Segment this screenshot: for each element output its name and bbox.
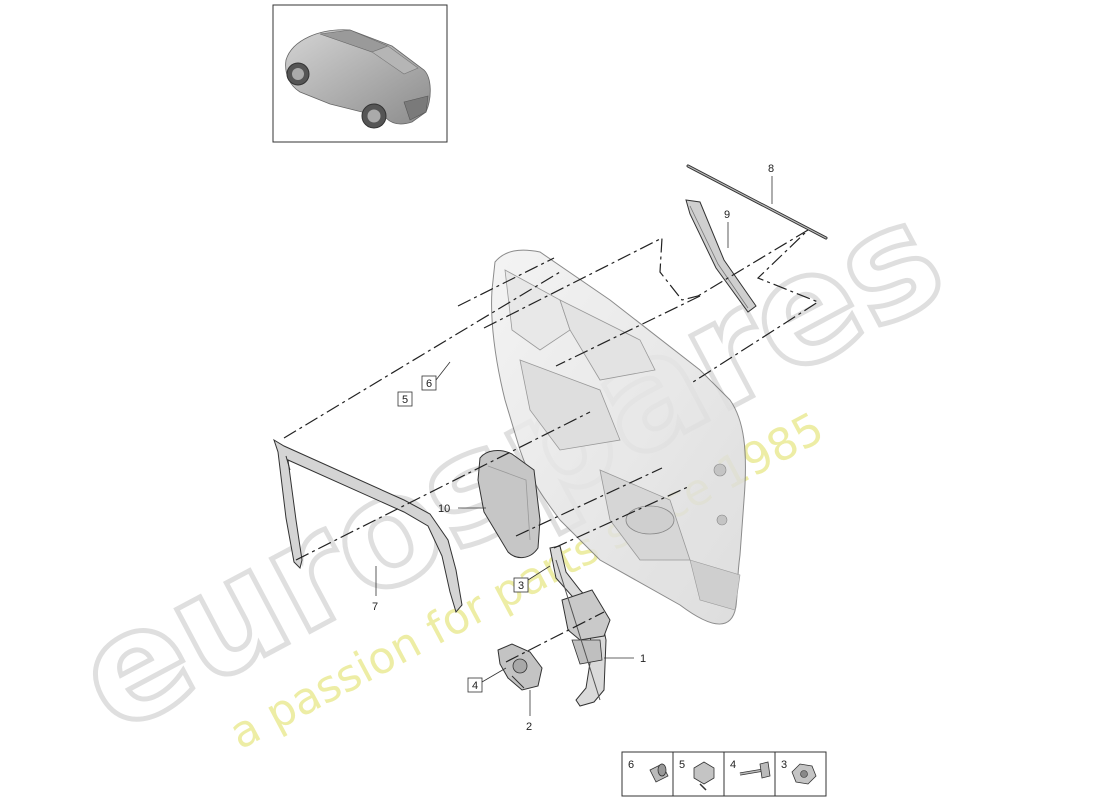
callout-label-9: 9 — [724, 209, 730, 221]
legend-number-5: 5 — [679, 759, 685, 771]
legend-number-6: 6 — [628, 759, 634, 771]
part-2-window-motor — [497, 643, 543, 691]
callout-7: 7 — [372, 566, 378, 613]
legend-number-3: 3 — [781, 759, 787, 771]
vehicle-thumbnail — [272, 4, 448, 143]
callout-5: 5 — [397, 391, 413, 407]
part-10-damping-pad — [477, 450, 541, 558]
plug-icon — [649, 763, 669, 783]
door-inner-panel — [491, 249, 746, 625]
callout-label-10: 10 — [438, 503, 450, 515]
fastener-legend: 6 5 4 3 — [621, 751, 827, 797]
nut-icon — [791, 763, 817, 785]
callout-3: 3 — [513, 565, 551, 593]
callout-label-4: 4 — [472, 680, 478, 692]
part-9-guide-rail — [685, 199, 757, 313]
legend-cell-5: 5 — [679, 759, 715, 791]
assembly-lines — [283, 229, 820, 663]
callout-6: 6 — [421, 361, 451, 391]
callout-9: 9 — [724, 209, 730, 248]
legend-cell-3: 3 — [781, 759, 817, 785]
callout-4: 4 — [467, 667, 507, 693]
suv-image — [285, 29, 431, 129]
callout-1: 1 — [604, 653, 646, 665]
callout-8: 8 — [768, 163, 774, 204]
callout-label-5: 5 — [402, 394, 408, 406]
callout-label-2: 2 — [526, 721, 532, 733]
callout-label-6: 6 — [426, 378, 432, 390]
legend-cell-6: 6 — [628, 759, 669, 783]
part-8-belt-molding — [686, 164, 828, 240]
callout-10: 10 — [438, 503, 486, 515]
legend-number-4: 4 — [730, 759, 736, 771]
part-7-window-frame — [273, 438, 463, 614]
legend-cell-4: 4 — [730, 759, 771, 779]
callout-label-8: 8 — [768, 163, 774, 175]
clip-icon — [693, 761, 715, 791]
bolt-icon — [739, 761, 771, 779]
callout-label-7: 7 — [372, 601, 378, 613]
callout-label-3: 3 — [518, 580, 524, 592]
callout-label-1: 1 — [640, 653, 646, 665]
callout-2: 2 — [526, 690, 532, 733]
